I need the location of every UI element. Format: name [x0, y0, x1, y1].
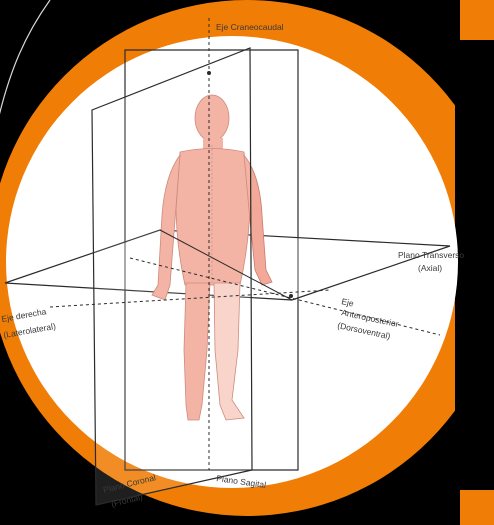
- label-eje-craneocaudal: Eje Craneocaudal: [216, 22, 284, 32]
- sagittal-plane: [92, 48, 252, 505]
- black-right-panel: [455, 40, 494, 490]
- label-axial: (Axial): [418, 263, 442, 273]
- axis-point-top: [207, 71, 211, 75]
- label-plano-transverso: Plano Transverso: [398, 250, 464, 260]
- axis-point-right: [289, 294, 293, 298]
